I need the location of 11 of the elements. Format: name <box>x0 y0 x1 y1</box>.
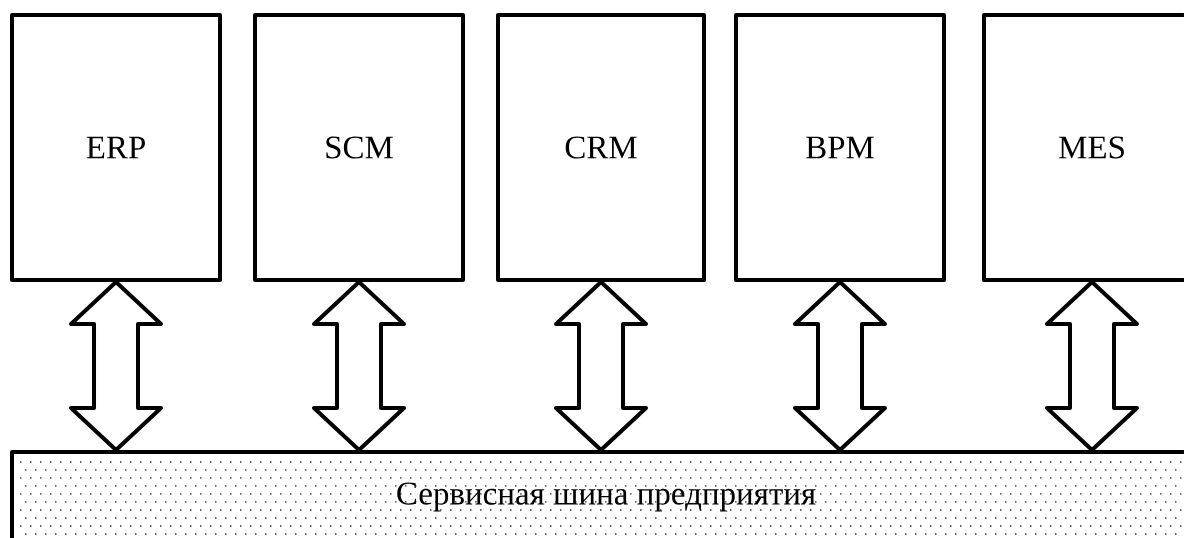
bus-box: Сервисная шина предприятия <box>10 450 1184 538</box>
double-arrow <box>1045 280 1139 452</box>
double-arrow <box>69 280 163 452</box>
double-arrow <box>312 280 406 452</box>
system-box: MES <box>982 13 1184 282</box>
system-box: SCM <box>253 13 465 282</box>
double-arrow <box>554 280 648 452</box>
system-box: BPM <box>734 13 946 282</box>
system-box: ERP <box>10 13 222 282</box>
system-box: CRM <box>496 13 706 282</box>
double-arrow <box>793 280 887 452</box>
